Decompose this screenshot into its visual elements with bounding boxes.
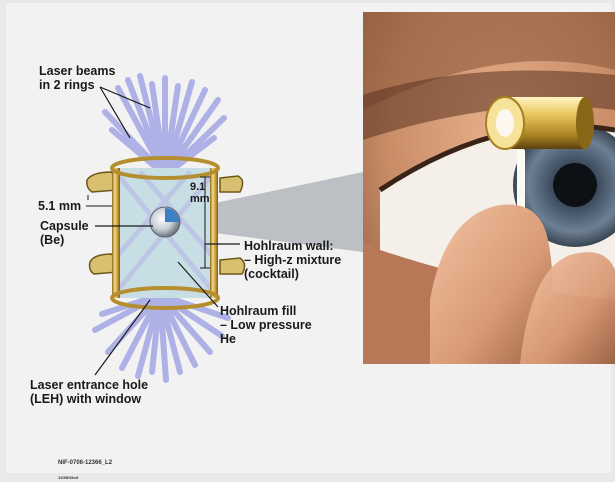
label-hohlraum-wall: Hohlraum wall: – High-z mixture (cocktai…	[244, 239, 341, 281]
label-capsule: Capsule (Be)	[40, 219, 89, 247]
label-laser-beams: Laser beams in 2 rings	[39, 64, 115, 92]
label-height-dimension: 9.1 mm	[190, 181, 210, 205]
hohlraum-photo	[363, 12, 615, 364]
figure-code-main: NIF-0706-12366_L2	[58, 460, 112, 466]
capsule	[150, 207, 180, 237]
label-laser-entrance-hole: Laser entrance hole (LEH) with window	[30, 378, 148, 406]
figure-code-sub: 11GBS/tmf	[58, 475, 78, 480]
figure-code: NIF-0706-12366_L2 11GBS/tmf	[58, 453, 112, 482]
label-hohlraum-fill: Hohlraum fill – Low pressure He	[220, 304, 312, 346]
label-width-dimension: 5.1 mm	[38, 199, 81, 213]
